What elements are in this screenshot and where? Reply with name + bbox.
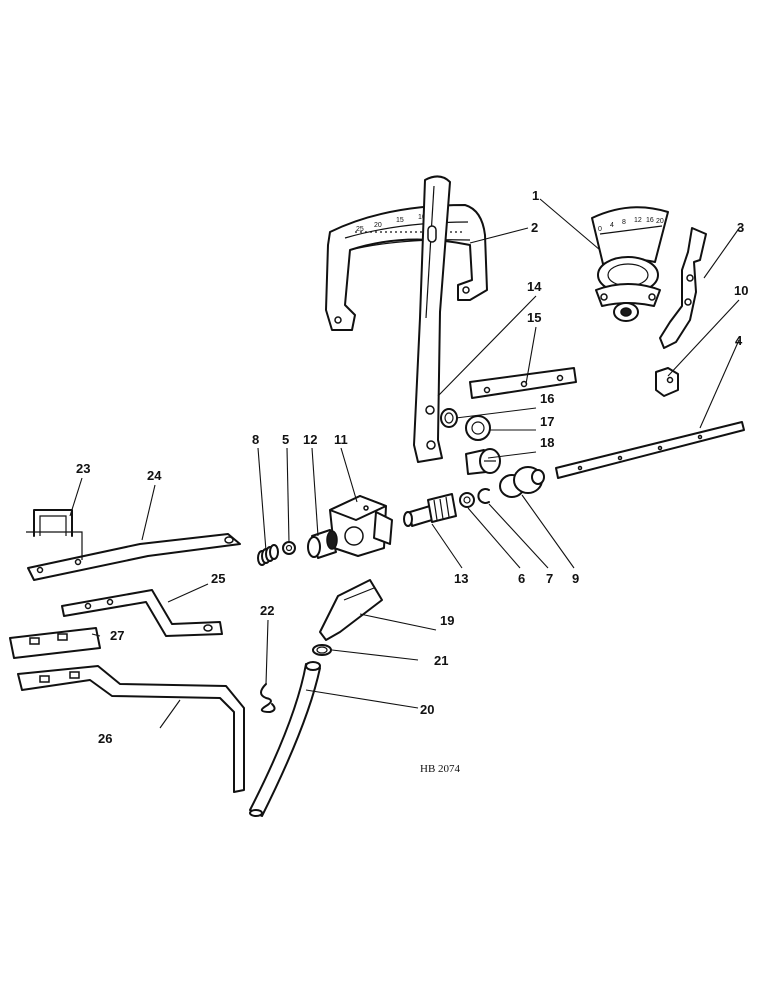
funnel-bracket-19 [319, 579, 383, 641]
callout-27: 27 [110, 628, 124, 643]
spring-clip-22 [260, 683, 276, 713]
callout-18: 18 [540, 435, 554, 450]
dial-scale-4: 16 [646, 217, 654, 224]
bracket-housing-11 [329, 495, 393, 557]
dial-scale-1: 4 [610, 222, 614, 229]
spring-8 [257, 544, 279, 566]
bent-strap-25 [61, 589, 223, 637]
quadrant-scale-0: 25 [356, 226, 364, 233]
callout-25: 25 [211, 571, 225, 586]
tube-20 [249, 661, 321, 817]
callout-1: 1 [532, 188, 539, 203]
bushing-16 [440, 408, 458, 428]
indicator-dial: 0 4 8 12 16 20 [591, 206, 669, 322]
dial-scale-3: 12 [634, 217, 642, 224]
callout-8: 8 [252, 432, 259, 447]
c-clip-7 [477, 488, 490, 504]
gear-shaft-13 [403, 493, 457, 527]
callout-14: 14 [527, 279, 542, 294]
washer-17 [465, 415, 491, 441]
plate-27 [9, 627, 101, 659]
callout-labels: 1 2 3 4 5 6 7 8 9 10 11 12 13 14 15 16 1… [76, 188, 748, 746]
callout-12: 12 [303, 432, 317, 447]
callout-17: 17 [540, 414, 554, 429]
bent-arm-26 [17, 665, 245, 793]
callout-15: 15 [527, 310, 541, 325]
callout-21: 21 [434, 653, 448, 668]
callout-2: 2 [531, 220, 538, 235]
knob-pin-9 [499, 466, 545, 498]
callout-6: 6 [518, 571, 525, 586]
callout-7: 7 [546, 571, 553, 586]
callout-10: 10 [734, 283, 748, 298]
callout-16: 16 [540, 391, 554, 406]
leader-lines [69, 198, 741, 729]
dial-scale-0: 0 [598, 226, 602, 233]
callout-22: 22 [260, 603, 274, 618]
callout-5: 5 [282, 432, 289, 447]
pointer-bracket [659, 227, 707, 349]
dial-scale-5: 20 [656, 218, 664, 225]
bolt-18 [465, 448, 501, 475]
callout-11: 11 [334, 432, 348, 447]
flat-plate [469, 367, 577, 399]
callout-13: 13 [454, 571, 468, 586]
callout-19: 19 [440, 613, 454, 628]
callout-24: 24 [147, 468, 162, 483]
dial-scale-2: 8 [622, 219, 626, 226]
hand-lever [413, 175, 451, 463]
washer-5 [282, 541, 296, 555]
long-bar [555, 421, 745, 479]
quadrant-scale-3: 10 [418, 214, 426, 221]
drawing-code: HB 2074 [420, 763, 461, 775]
callout-26: 26 [98, 731, 112, 746]
sleeve-12 [307, 529, 338, 559]
quadrant-scale-1: 20 [374, 222, 382, 229]
small-block [655, 367, 679, 397]
callout-3: 3 [737, 220, 744, 235]
quadrant-scale-2: 15 [396, 217, 404, 224]
callout-9: 9 [572, 571, 579, 586]
u-bolt-23 [33, 509, 73, 537]
callout-20: 20 [420, 702, 434, 717]
callout-4: 4 [735, 333, 743, 348]
quadrant-bracket: 25 20 15 10 5 [325, 204, 488, 331]
hose-clamp-21 [312, 644, 332, 656]
callout-23: 23 [76, 461, 90, 476]
washer-6 [459, 492, 475, 508]
mount-bar-24 [26, 531, 241, 581]
